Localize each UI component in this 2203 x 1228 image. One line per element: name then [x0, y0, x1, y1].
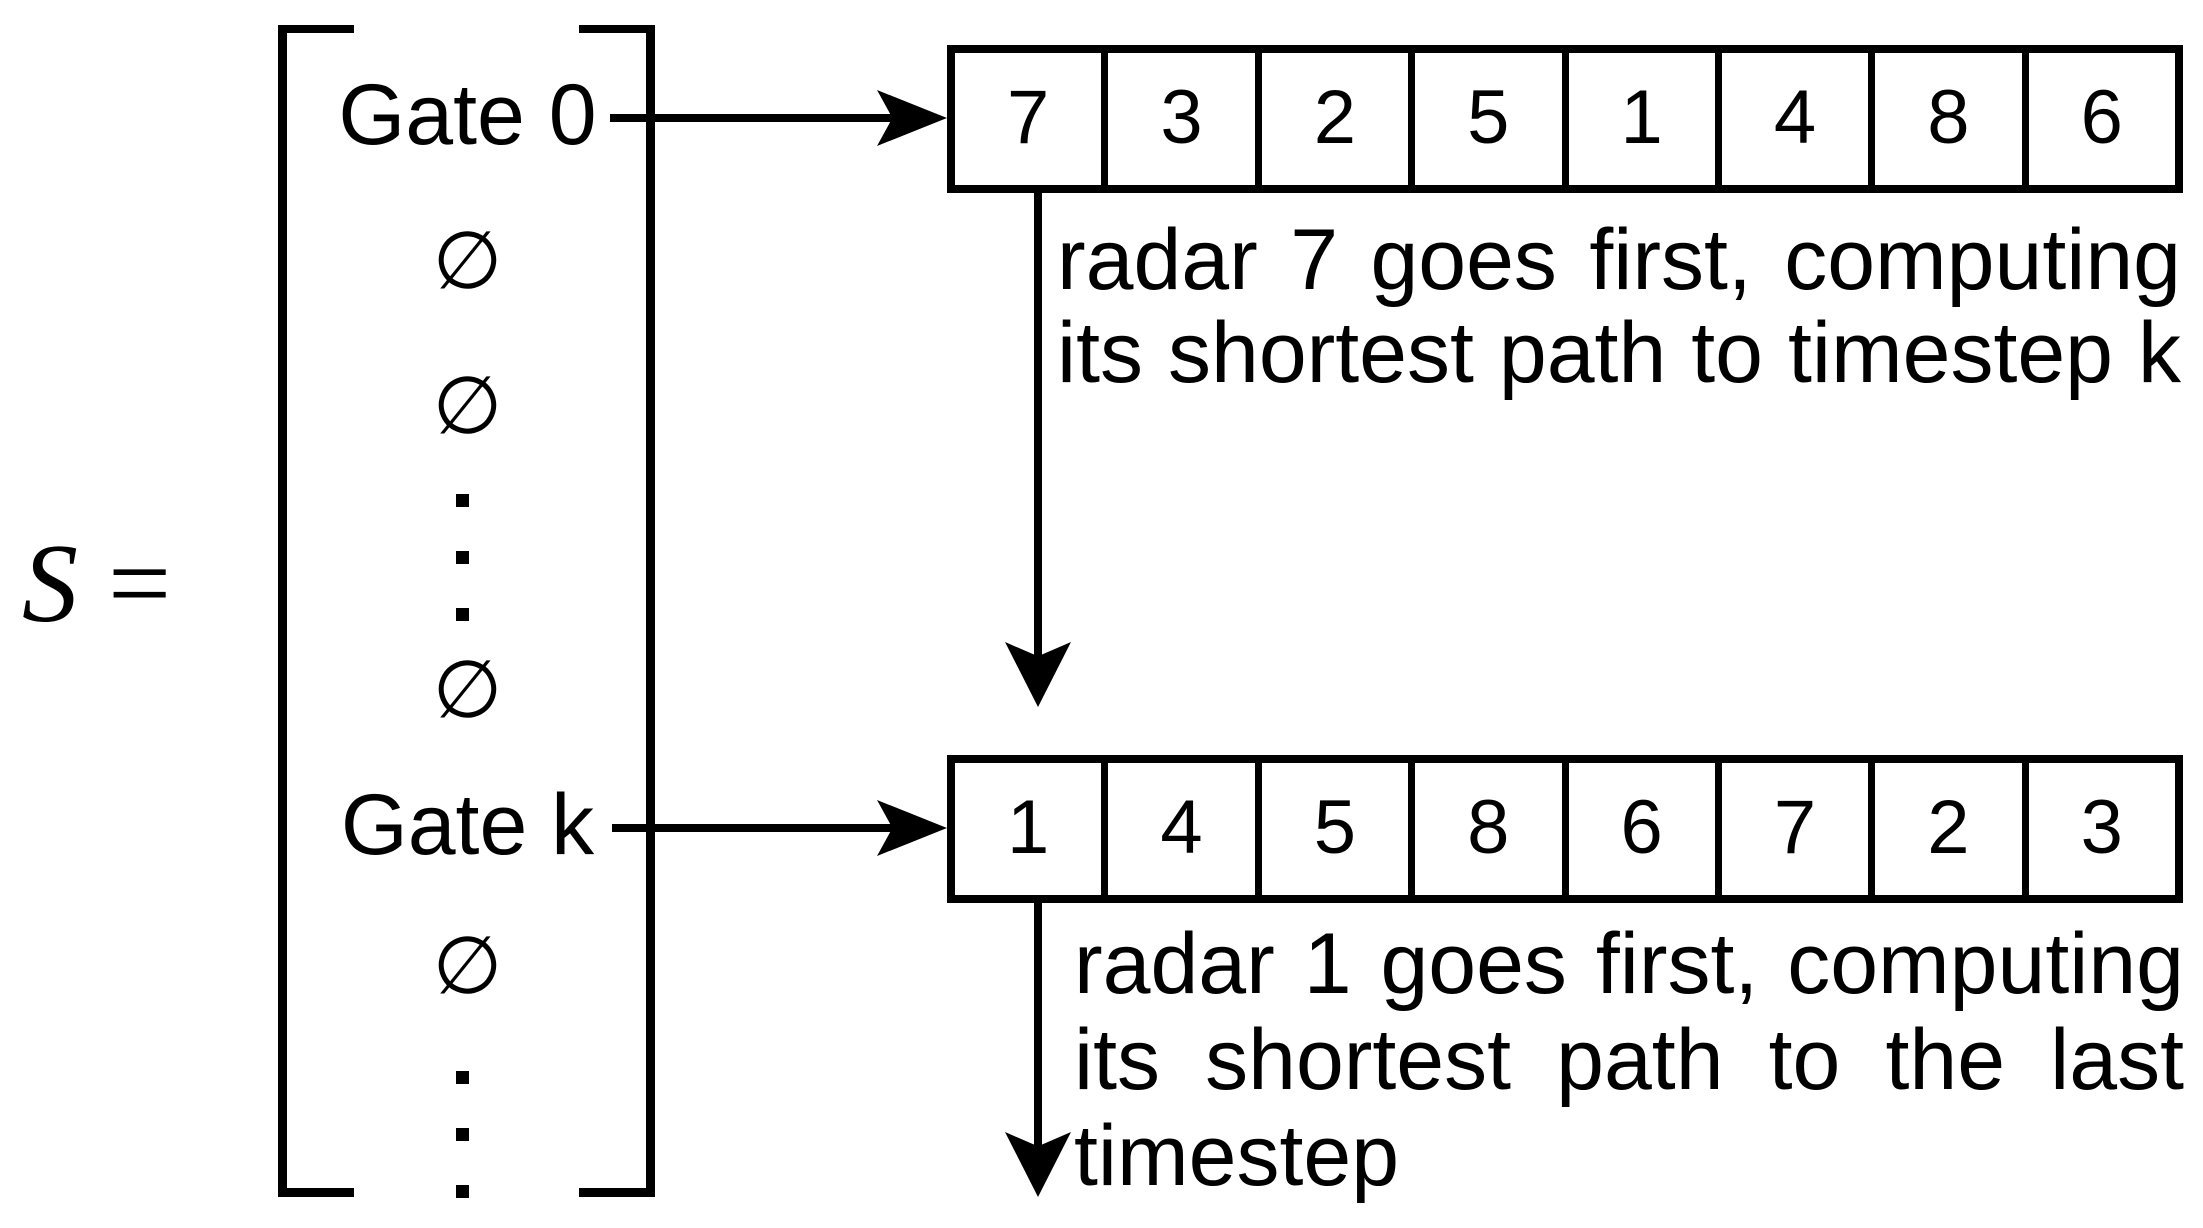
matrix-bracket-right	[579, 25, 655, 1197]
array-cell: 4	[1714, 53, 1868, 185]
vertical-ellipsis-icon	[456, 494, 469, 621]
array-cell: 2	[1868, 763, 2021, 895]
array-cell: 3	[1101, 53, 1254, 185]
array-cell: 6	[2021, 53, 2175, 185]
array-cell: 4	[1101, 763, 1254, 895]
equation-label: S=	[22, 528, 171, 640]
array-cell: 7	[1714, 763, 1868, 895]
gate0-arrow-shaft	[610, 114, 902, 122]
array-cell: 1	[1561, 53, 1715, 185]
dot	[456, 494, 469, 507]
dot	[456, 1071, 469, 1084]
matrix-entry-gate-k: Gate k	[340, 777, 595, 873]
matrix-entry-gate-0: Gate 0	[338, 67, 597, 163]
gate0-down-arrow-shaft	[1034, 193, 1042, 658]
vertical-ellipsis-icon	[456, 1071, 469, 1198]
dot	[456, 608, 469, 621]
equals-sign: =	[108, 522, 172, 646]
annotation-line: radar 1 goes first, computing	[1074, 916, 2184, 1012]
array-cell: 8	[1408, 763, 1561, 895]
matrix-entry-empty-set: ∅	[432, 359, 503, 452]
array-cell: 6	[1561, 763, 1715, 895]
dot	[456, 551, 469, 564]
array-cell: 1	[1007, 785, 1050, 870]
annotation-line: its shortest path to timestep k	[1057, 305, 2181, 401]
gate0-schedule-array: 7 3 2 5 1 4 8 6	[947, 45, 2183, 193]
annotation-line: timestep	[1074, 1108, 1400, 1204]
gatek-down-arrow-shaft	[1034, 903, 1042, 1185]
dot	[456, 1185, 469, 1198]
annotation-line: its shortest path to the last	[1074, 1012, 2184, 1108]
matrix-bracket-left	[278, 25, 354, 1197]
array-cell: 5	[1254, 763, 1408, 895]
equation-symbol: S	[22, 522, 78, 646]
array-cell: 8	[1868, 53, 2021, 185]
matrix-entry-empty-set: ∅	[432, 214, 503, 307]
gatek-arrow-shaft	[612, 824, 902, 832]
matrix-entry-empty-set: ∅	[432, 643, 503, 736]
annotation-line: radar 7 goes first, computing	[1057, 212, 2181, 308]
array-cell: 7	[1007, 75, 1050, 160]
matrix-entry-empty-set: ∅	[432, 919, 503, 1012]
gate0-annotation: radar 7 goes first, computing its shorte…	[1057, 214, 2181, 400]
array-cell: 5	[1408, 53, 1561, 185]
array-cell: 3	[2021, 763, 2175, 895]
gatek-schedule-array: 1 4 5 8 6 7 2 3	[947, 755, 2183, 903]
array-cell: 2	[1254, 53, 1408, 185]
gatek-annotation: radar 1 goes first, computing its shorte…	[1074, 916, 2184, 1204]
dot	[456, 1128, 469, 1141]
